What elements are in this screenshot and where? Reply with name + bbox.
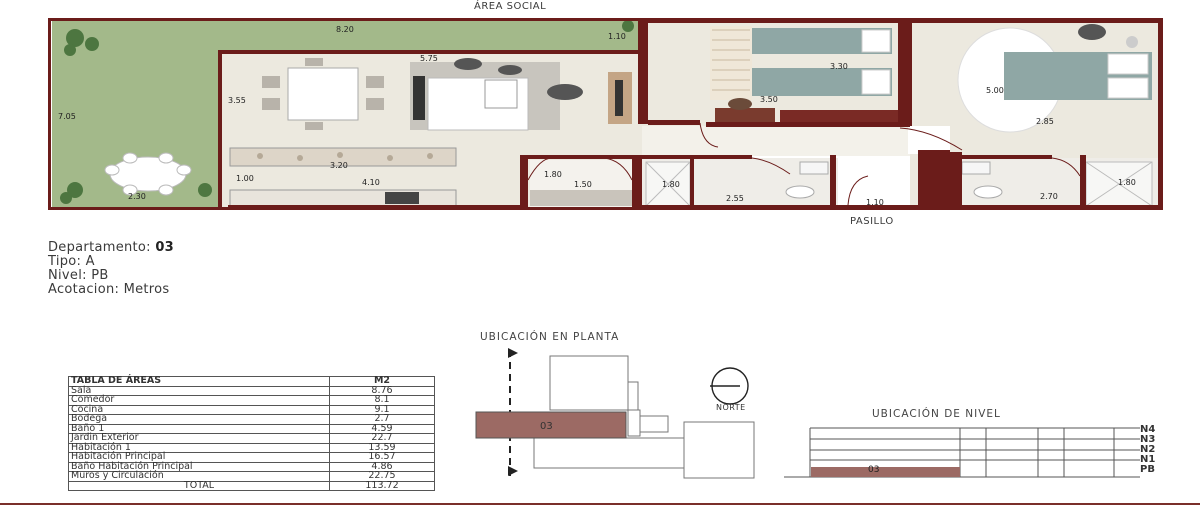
dimension-label: 7.05 bbox=[58, 112, 76, 121]
area-name: Comedor bbox=[68, 395, 330, 406]
dimension-label: 3.50 bbox=[760, 95, 778, 104]
unit-03-highlight bbox=[475, 411, 627, 439]
level-label: N3 bbox=[1140, 434, 1156, 445]
dimension-label: 1.10 bbox=[608, 32, 626, 41]
department-label: Departamento: bbox=[48, 240, 156, 255]
desk bbox=[715, 108, 775, 126]
department-line: Departamento: 03 bbox=[48, 241, 174, 255]
dimension-label: 3.55 bbox=[228, 96, 246, 105]
type-line: Tipo: A bbox=[48, 254, 95, 269]
north-label: NORTE bbox=[716, 403, 746, 412]
total-value: 113.72 bbox=[329, 480, 435, 491]
pasillo-label: PASILLO bbox=[850, 216, 894, 227]
total-label: TOTAL bbox=[68, 480, 330, 491]
walls bbox=[48, 18, 1163, 210]
dimension-label: 4.10 bbox=[362, 178, 380, 187]
bottom-border bbox=[0, 503, 1200, 505]
level-label: N4 bbox=[1140, 424, 1156, 435]
unit-03-label: 03 bbox=[540, 421, 553, 432]
dimension-label: 5.00 bbox=[986, 86, 1004, 95]
level-title: UBICACIÓN DE NIVEL bbox=[872, 408, 1001, 420]
dimension-label: 1.80 bbox=[662, 180, 680, 189]
kitchen-back-counter bbox=[229, 189, 457, 207]
dimension-label: 5.75 bbox=[420, 54, 438, 63]
hall-floor bbox=[642, 126, 910, 156]
dimension-label: 1.00 bbox=[236, 174, 254, 183]
level-unit-label: 03 bbox=[868, 465, 880, 475]
table-header-name: TABLA DE ÁREAS bbox=[68, 376, 330, 387]
department-number: 03 bbox=[155, 240, 175, 255]
dimension-label: 2.30 bbox=[128, 192, 146, 201]
level-line: Nivel: PB bbox=[48, 268, 109, 283]
level-label: PB bbox=[1140, 464, 1155, 475]
dimension-label: 2.70 bbox=[1040, 192, 1058, 201]
dimension-label: 2.55 bbox=[726, 194, 744, 203]
dining-table bbox=[287, 67, 359, 121]
unit-info: Departamento: 03 Tipo: A Nivel: PB Acota… bbox=[48, 241, 174, 297]
location-title: UBICACIÓN EN PLANTA bbox=[480, 331, 620, 343]
area-name: Bodega bbox=[68, 414, 330, 425]
dimension-label: 8.20 bbox=[336, 25, 354, 34]
dimension-label: 3.20 bbox=[330, 161, 348, 170]
dimension-label: 1.10 bbox=[866, 198, 884, 207]
section-arrow-bottom bbox=[508, 466, 518, 476]
table-total-row: TOTAL 113.72 bbox=[68, 480, 435, 491]
dimension-label: 1.80 bbox=[544, 170, 562, 179]
building-block bbox=[549, 355, 629, 411]
kitchen-counter bbox=[229, 147, 457, 167]
area-name: Cocina bbox=[68, 404, 330, 415]
area-social-label: ÁREA SOCIAL bbox=[474, 1, 547, 12]
dimension-label: 2.85 bbox=[1036, 117, 1054, 126]
section-arrow-top bbox=[508, 348, 518, 358]
level-highlight-pb bbox=[811, 467, 960, 477]
level-label: N1 bbox=[1140, 454, 1156, 465]
outdoor-table bbox=[109, 156, 187, 192]
dimension-label: 3.30 bbox=[830, 62, 848, 71]
units-line: Acotacion: Metros bbox=[48, 282, 170, 297]
dimension-label: 1.50 bbox=[574, 180, 592, 189]
dimension-label: 1.80 bbox=[1118, 178, 1136, 187]
garden-top-strip bbox=[220, 20, 640, 52]
level-label: N2 bbox=[1140, 444, 1156, 455]
